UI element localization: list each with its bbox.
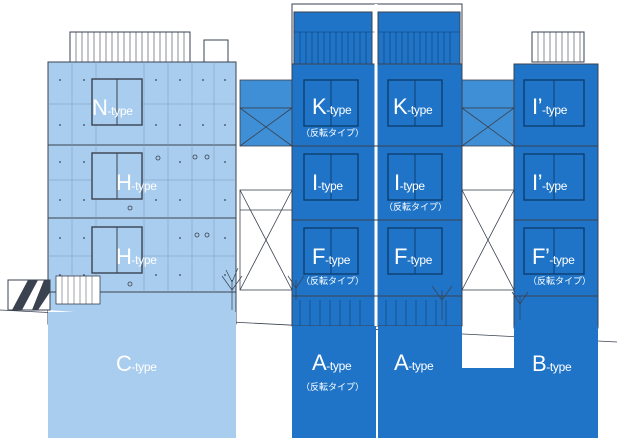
label-h-type-lower: H-type [116,244,157,269]
left-bridge [239,79,293,291]
right-building [462,31,599,438]
label-k-type-left: K-type [312,94,352,119]
barrier [0,275,617,343]
label-f-type-right: F-type [394,244,433,269]
note-a-type-left: （反転タイプ） [301,382,365,392]
label-f-prime-type: F’-type [532,244,575,269]
note-k-type-left: （反転タイプ） [301,128,365,138]
label-a-type-left: A-type [312,350,352,375]
label-i-prime-type-lower: I’-type [532,170,568,195]
note-f-type-left: （反転タイプ） [301,276,365,286]
label-c-type: C-type [116,351,157,376]
label-i-type-left: I-type [312,170,343,195]
label-i-type-right: I-type [394,170,425,195]
right-bridge [461,79,515,291]
note-f-prime-type: （反転タイプ） [528,276,592,286]
label-h-type-upper: H-type [116,170,157,195]
unit-block-c [48,312,236,438]
center-tower [291,3,463,438]
trees [221,267,529,320]
label-n-type: N-type [92,95,133,120]
note-i-type-right: （反転タイプ） [384,202,448,212]
label-b-type: B-type [532,351,572,376]
label-i-prime-type-upper: I’-type [532,94,568,119]
label-a-type-right: A-type [394,350,434,375]
label-k-type-right: K-type [393,94,433,119]
label-f-type-left: F-type [312,244,351,269]
